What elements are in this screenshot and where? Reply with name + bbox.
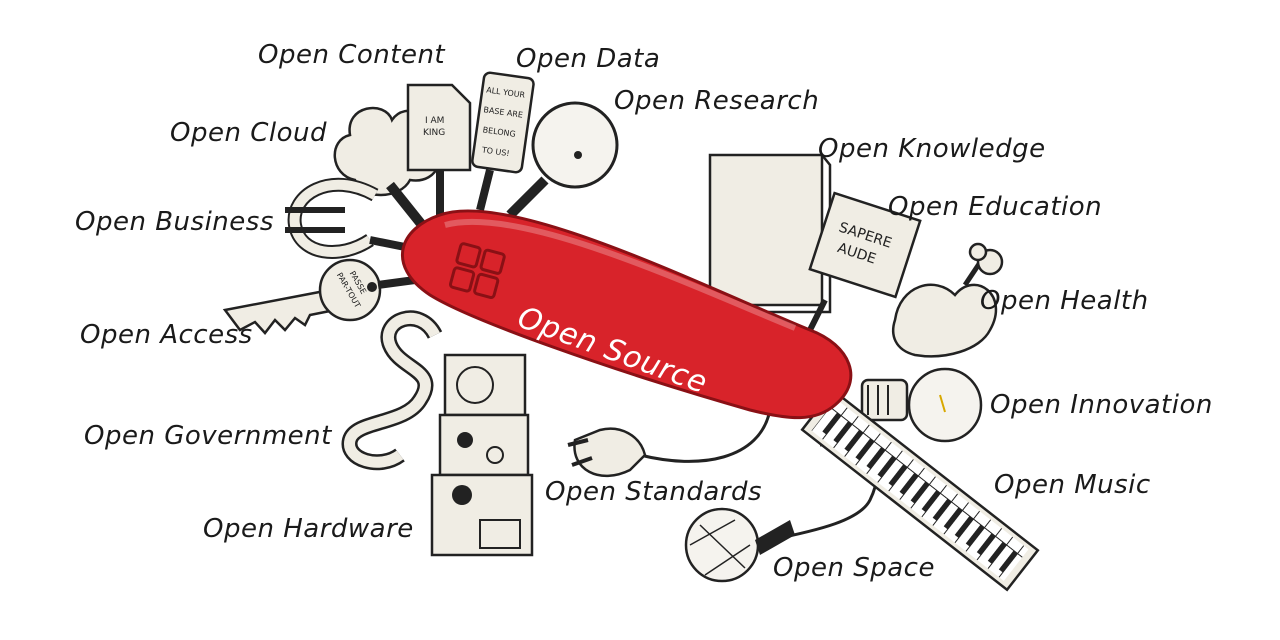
label-open-health: Open Health	[980, 286, 1149, 316]
magnifier-icon	[506, 101, 619, 219]
label-open-knowledge: Open Knowledge	[818, 134, 1046, 164]
euro-sign-icon	[285, 177, 421, 259]
label-open-government: Open Government	[84, 421, 332, 451]
label-open-research: Open Research	[614, 86, 820, 116]
label-open-data: Open Data	[516, 44, 661, 74]
can-text-4: TO US!	[480, 145, 510, 158]
can-icon: ALL YOUR BASE ARE BELONG TO US!	[471, 71, 535, 211]
book-icon	[708, 153, 832, 314]
label-open-space: Open Space	[773, 553, 935, 583]
light-bulb-icon	[860, 367, 983, 443]
paper-icon: I AM KING	[406, 83, 472, 215]
label-open-access: Open Access	[80, 320, 253, 350]
label-open-standards: Open Standards	[545, 477, 762, 507]
label-open-music: Open Music	[994, 470, 1151, 500]
key-icon: PASSE PAR-TOUT	[222, 258, 416, 335]
label-open-business: Open Business	[75, 207, 274, 237]
paragraph-sign-icon	[341, 310, 443, 471]
logo-icon	[448, 242, 506, 299]
paper-text-1: I AM	[425, 116, 444, 126]
sign-board-icon: SAPERE AUDE	[807, 191, 922, 332]
label-open-content: Open Content	[258, 40, 446, 70]
label-open-hardware: Open Hardware	[203, 514, 414, 544]
microphone-icon	[684, 507, 795, 583]
heart-icon	[891, 242, 1004, 358]
label-open-education: Open Education	[888, 192, 1103, 222]
swiss-knife-body	[400, 209, 853, 420]
paper-text-2: KING	[423, 128, 445, 138]
plug-icon	[567, 427, 647, 478]
label-open-cloud: Open Cloud	[170, 118, 327, 148]
label-open-innovation: Open Innovation	[990, 390, 1213, 420]
circuit-board-icon	[430, 353, 534, 557]
